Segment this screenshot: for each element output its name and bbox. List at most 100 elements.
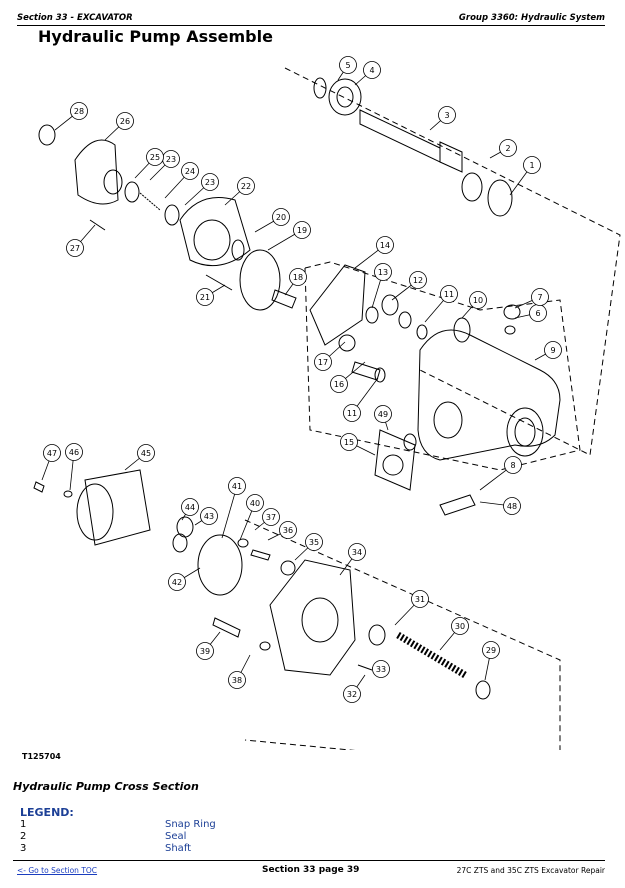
callout-number: 48 [507,502,517,511]
callout-circle [272,208,290,226]
callout-number: 24 [185,167,195,176]
callout-number: 41 [232,482,242,491]
callout-number: 39 [200,647,210,656]
callout-18: 18 [284,268,307,296]
callout-circle [451,617,469,635]
legend-row: 2 Seal [20,831,420,843]
legend-number: 3 [20,843,27,854]
callout-5: 5 [337,56,357,81]
callout-circle [181,162,199,180]
callout-circle [531,288,549,306]
callout-47: 47 [41,444,61,481]
callout-number: 25 [150,153,160,162]
callout-circle [116,112,134,130]
callout-circle [201,173,219,191]
callout-circle [70,102,88,120]
section-toc-link[interactable]: <- Go to Section TOC [17,866,98,875]
callout-32: 32 [343,674,366,703]
callout-circle [339,56,357,74]
callout-33: 33 [371,660,390,678]
callout-49: 49 [374,405,392,431]
callout-number: 29 [486,646,496,655]
callout-23: 23 [184,173,219,206]
callout-17: 17 [314,341,346,371]
callout-number: 26 [120,117,130,126]
callout-number: 32 [347,690,357,699]
callout-10: 10 [461,291,487,319]
callout-circle [246,494,264,512]
callout-circle [440,285,458,303]
callout-number: 47 [47,449,57,458]
callout-31: 31 [394,590,429,626]
callout-41: 41 [221,477,246,539]
callout-number: 40 [250,499,260,508]
callout-29: 29 [482,641,500,681]
callout-number: 30 [455,622,465,631]
callout-number: 1 [529,161,534,170]
callout-number: 12 [413,276,423,285]
callout-circle [293,221,311,239]
callout-number: 37 [266,513,276,522]
callout-27: 27 [66,224,96,257]
callout-number: 7 [537,293,542,302]
legend-number: 1 [20,819,27,830]
callout-30: 30 [439,617,469,651]
callout-number: 33 [376,665,386,674]
upper-assembly-outline [284,67,621,456]
callout-number: 35 [309,538,319,547]
callout-circle [228,671,246,689]
callout-circle [200,507,218,525]
callout-circle [523,156,541,174]
callout-number: 6 [535,309,540,318]
callout-circle [228,477,246,495]
callout-number: 16 [334,380,344,389]
callout-circle [374,405,392,423]
callout-number: 20 [276,213,286,222]
legend-row: 1 Snap Ring [20,819,420,831]
callout-circle [237,177,255,195]
callout-35: 35 [294,533,323,561]
callout-circle [146,148,164,166]
callout-number: 4 [369,66,374,75]
callout-circle [374,263,392,281]
callout-28: 28 [54,102,88,131]
callout-number: 28 [74,107,84,116]
callout-number: 11 [444,290,454,299]
page-title: Hydraulic Pump Assemble [38,27,273,46]
callout-number: 11 [347,409,357,418]
callout-circle [499,139,517,157]
callout-38: 38 [228,654,251,689]
callout-circle [314,353,332,371]
callout-circle [65,443,83,461]
callout-6: 6 [514,304,547,322]
callout-16: 16 [330,361,366,393]
legend-label: Shaft [165,843,192,854]
pump-housing [374,329,561,491]
callout-11: 11 [424,285,458,323]
callout-22: 22 [224,177,255,206]
section-subtitle: Hydraulic Pump Cross Section [13,780,199,793]
upper-assembly-outline-inner [304,261,581,471]
callout-number: 14 [380,241,390,250]
callout-number: 27 [70,244,80,253]
callout-circle [363,61,381,79]
callout-11: 11 [343,377,379,422]
callout-number: 44 [185,503,195,512]
callout-circle [438,106,456,124]
callout-number: 23 [166,155,176,164]
callout-number: 43 [204,512,214,521]
callout-circle [503,497,521,515]
callout-circle [262,508,280,526]
callout-number: 42 [172,578,182,587]
callout-9: 9 [534,341,562,361]
page-header: Section 33 - EXCAVATOR Group 3360: Hydra… [0,0,625,26]
callout-19: 19 [267,221,311,251]
callout-circle [372,660,390,678]
callout-circle [348,543,366,561]
legend-heading: LEGEND: [20,806,74,819]
callout-number: 46 [69,448,79,457]
callout-circle [343,404,361,422]
callout-8: 8 [479,456,522,491]
callout-circle [305,533,323,551]
callout-number: 36 [283,526,293,535]
